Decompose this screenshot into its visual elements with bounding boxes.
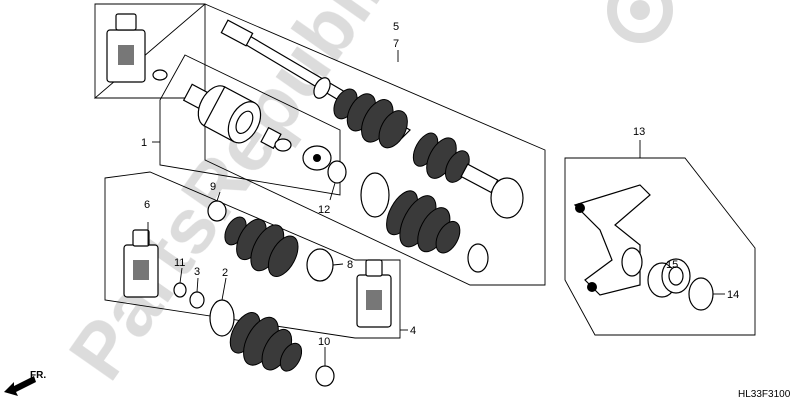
callouts: 5 7 1 6 9 11 3 2 8 10 4 12 13 15 14 [141,21,739,348]
front-direction-arrow-icon: FR. [4,370,46,396]
callout-3: 3 [194,266,200,278]
direction-label: FR. [30,370,46,381]
band-2-icon [209,299,235,337]
tripod-joint-icon [302,145,332,171]
frame-boot-kit [104,171,401,339]
snap-ring-inner-icon [274,138,292,152]
boot-band-right-icon [467,243,489,273]
callout-11: 11 [174,257,185,269]
boot-band-small-icon [490,177,524,219]
axle-shaft-icon [220,19,499,194]
circlip-12-icon [327,160,347,184]
callout-5: 5 [393,21,399,33]
grease-bottle-right-icon [356,259,392,328]
inner-joint-housing-icon [182,83,262,144]
frame-knuckle [564,157,756,336]
callout-13: 13 [633,126,645,138]
callout-1: 1 [141,137,147,149]
watermark-gear-icon [607,0,673,43]
callout-15: 15 [666,259,678,271]
diagram-code: HL33F3100 [738,389,791,400]
boot-band-large-icon [360,172,390,218]
frame-inner-joint [159,54,341,196]
outer-boot-icon [386,190,461,254]
snap-ring-11-icon [173,282,187,298]
leader-lines [147,50,725,366]
circlip-top-icon [152,69,168,81]
stop-ring-3-icon [189,291,205,309]
callout-8: 8 [347,259,353,271]
callout-2: 2 [222,267,228,279]
callout-7: 7 [393,38,399,50]
outer-boot-lower-icon [229,312,303,372]
callout-10: 10 [318,336,330,348]
grease-bottle-top-icon [106,13,146,83]
band-10-icon [315,365,335,387]
knuckle-icon [573,184,651,296]
callout-12: 12 [318,204,330,216]
callout-9: 9 [210,181,216,193]
callout-4: 4 [410,325,416,337]
inner-boot-icon [224,216,299,277]
bearing-15-icon [647,258,691,298]
callout-14: 14 [727,289,739,301]
callout-6: 6 [144,199,150,211]
grease-bottle-left-icon [123,229,159,298]
frame-axle-assembly [93,3,546,286]
band-8-icon [306,248,334,282]
circlip-14-icon [688,277,714,311]
band-9-icon [207,200,227,222]
